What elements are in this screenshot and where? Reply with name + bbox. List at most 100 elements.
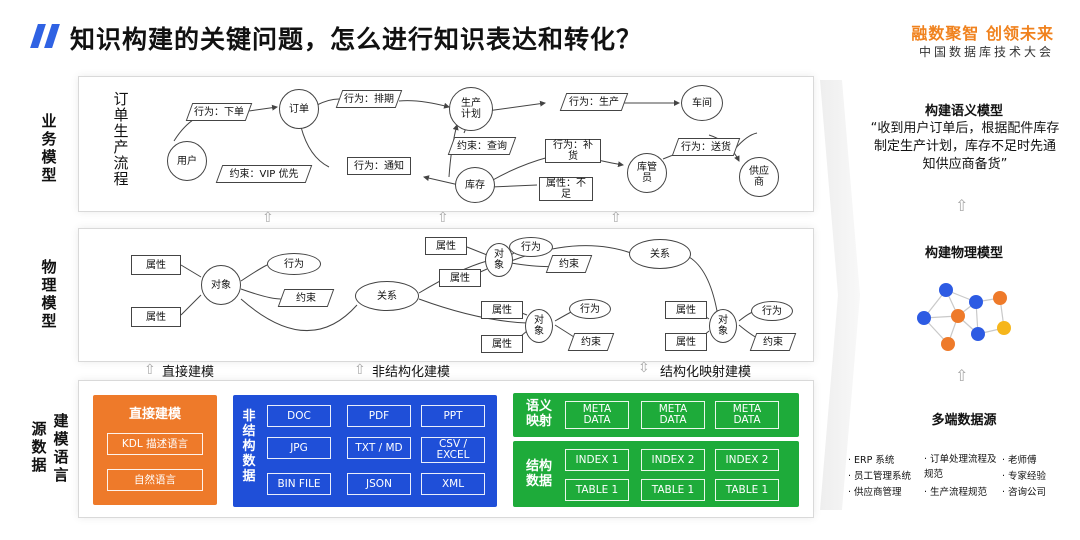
node-user: 用户 (167, 141, 207, 181)
phys-attr: 属性 (425, 237, 467, 255)
node-manager: 库管员 (627, 153, 667, 193)
title-mark (44, 24, 60, 48)
node-attr-insufficient: 属性：不足 (539, 177, 593, 201)
physical-model-panel: 属性 属性 对象 行为 约束 关系 属性 属性 对象 行为 约束 关系 属性 属… (78, 228, 814, 362)
node-order: 订单 (279, 89, 319, 129)
process-label: 订单生产流程 (113, 90, 129, 188)
phys-action: 行为 (751, 301, 793, 321)
up-arrow-icon: ⇧ (144, 362, 156, 378)
up-arrow-icon: ⇧ (610, 210, 622, 226)
phys-attr: 属性 (439, 269, 481, 287)
chip-pdf: PDF (347, 405, 411, 427)
phys-constraint: 约束 (281, 289, 331, 307)
phys-attr: 属性 (665, 301, 707, 319)
semantic-mapping-panel: 语义映射 META DATA META DATA META DATA (513, 393, 799, 437)
phys-action: 行为 (509, 237, 553, 257)
source-data-panel: 直接建模 KDL 描述语言 自然语言 非结构数据 DOC PDF PPT JPG… (78, 380, 814, 518)
node-inventory: 库存 (455, 167, 495, 203)
node-constraint-vip: 约束：VIP 优先 (219, 165, 309, 183)
phys-attr: 属性 (131, 255, 181, 275)
node-act-replenish: 行为：补货 (545, 139, 601, 163)
chip-jpg: JPG (267, 437, 331, 459)
page-title: 知识构建的关键问题，怎么进行知识表达和转化？ (70, 25, 643, 54)
network-graph-icon (917, 283, 1011, 351)
chip-bin-file: BIN FILE (267, 473, 331, 495)
layer-label-business: 业务模型 (41, 112, 57, 184)
method-direct: 直接建模 (162, 365, 215, 380)
phys-attr: 属性 (481, 335, 523, 353)
node-workshop: 车间 (681, 85, 723, 121)
semantic-mapping-title: 语义映射 (525, 399, 552, 429)
phys-attr: 属性 (665, 333, 707, 351)
phys-constraint: 约束 (549, 255, 589, 273)
node-production-plan: 生产计划 (449, 87, 493, 131)
chip-csv-excel: CSV / EXCEL (421, 437, 485, 463)
conference-name: 中国数据库技术大会 (918, 45, 1054, 59)
phys-constraint: 约束 (571, 333, 611, 351)
chip-ppt: PPT (421, 405, 485, 427)
phys-constraint: 约束 (753, 333, 793, 351)
updown-arrow-icon: ⇳ (638, 360, 650, 376)
phys-action: 行为 (267, 253, 321, 275)
semantic-model-title: 构建语义模型 (924, 104, 1003, 119)
chip-natural-language: 自然语言 (107, 469, 203, 491)
phys-attr: 属性 (131, 307, 181, 327)
direct-modeling-title: 直接建模 (128, 407, 181, 422)
node-constraint-query: 约束：查询 (451, 137, 513, 155)
node-act-schedule: 行为：排期 (339, 90, 399, 108)
unstructured-panel: 非结构数据 DOC PDF PPT JPG TXT / MD CSV / EXC… (233, 395, 497, 507)
up-arrow-icon: ⇧ (437, 210, 449, 226)
source-item: · ERP 系统 (848, 455, 895, 466)
chip-kdl: KDL 描述语言 (107, 433, 203, 455)
phys-action: 行为 (569, 299, 611, 319)
node-act-notify: 行为：通知 (347, 157, 411, 175)
source-item: · 生产流程规范 (924, 487, 988, 498)
phys-attr: 属性 (481, 301, 523, 319)
chip-xml: XML (421, 473, 485, 495)
layer-label-physical: 物理模型 (41, 258, 57, 330)
phys-object: 对象 (485, 243, 513, 277)
method-unstructured: 非结构化建模 (372, 365, 451, 380)
chip-index: INDEX 1 (565, 449, 629, 471)
source-item: · 订单处理流程及规范 (924, 454, 997, 480)
up-arrow-icon: ⇧ (354, 362, 366, 378)
phys-object: 对象 (709, 309, 737, 343)
data-source-title: 多端数据源 (931, 413, 997, 428)
physical-model-title: 构建物理模型 (924, 246, 1003, 261)
method-structured: 结构化映射建模 (660, 365, 752, 380)
node-act-deliver: 行为：送货 (675, 138, 737, 156)
chip-table: TABLE 1 (565, 479, 629, 501)
structured-title: 结构数据 (525, 459, 552, 489)
node-supplier: 供应商 (739, 157, 779, 197)
brand-slogan: 融数聚智 创领未来 (911, 24, 1054, 43)
chip-index: INDEX 2 (715, 449, 779, 471)
unstructured-title: 非结构数据 (242, 409, 256, 484)
up-arrow-icon: ⇧ (955, 196, 969, 215)
direct-modeling-panel: 直接建模 KDL 描述语言 自然语言 (93, 395, 217, 505)
chip-meta-data: META DATA (641, 401, 705, 429)
chevron-arrow-icon (820, 80, 860, 510)
business-connectors (173, 98, 758, 188)
title-mark (30, 24, 46, 48)
phys-object: 对象 (525, 309, 553, 343)
source-item: · 供应商管理 (848, 487, 902, 498)
chip-json: JSON (347, 473, 411, 495)
source-item: · 专家经验 (1002, 471, 1047, 482)
node-act-produce: 行为：生产 (563, 93, 625, 111)
chip-table: TABLE 1 (715, 479, 779, 501)
business-model-panel: 订单生产流程 用户 行为：下单 订单 行为：排期 生产计划 行为：生产 车间 约… (78, 76, 814, 212)
phys-relation: 关系 (629, 239, 691, 269)
source-item: · 咨询公司 (1002, 487, 1047, 498)
structured-panel: 结构数据 INDEX 1 INDEX 2 INDEX 2 TABLE 1 TAB… (513, 441, 799, 507)
up-arrow-icon: ⇧ (955, 366, 969, 385)
chip-table: TABLE 1 (641, 479, 705, 501)
up-arrow-icon: ⇧ (262, 210, 274, 226)
phys-object: 对象 (201, 265, 241, 305)
layer-label-modeling-language: 建模语言 (53, 412, 69, 484)
source-item: · 员工管理系统 (848, 471, 912, 482)
chip-txt-md: TXT / MD (347, 437, 411, 459)
phys-relation: 关系 (355, 281, 419, 311)
chip-meta-data: META DATA (715, 401, 779, 429)
node-act-order: 行为：下单 (189, 103, 249, 121)
source-item: · 老师傅 (1002, 455, 1037, 466)
